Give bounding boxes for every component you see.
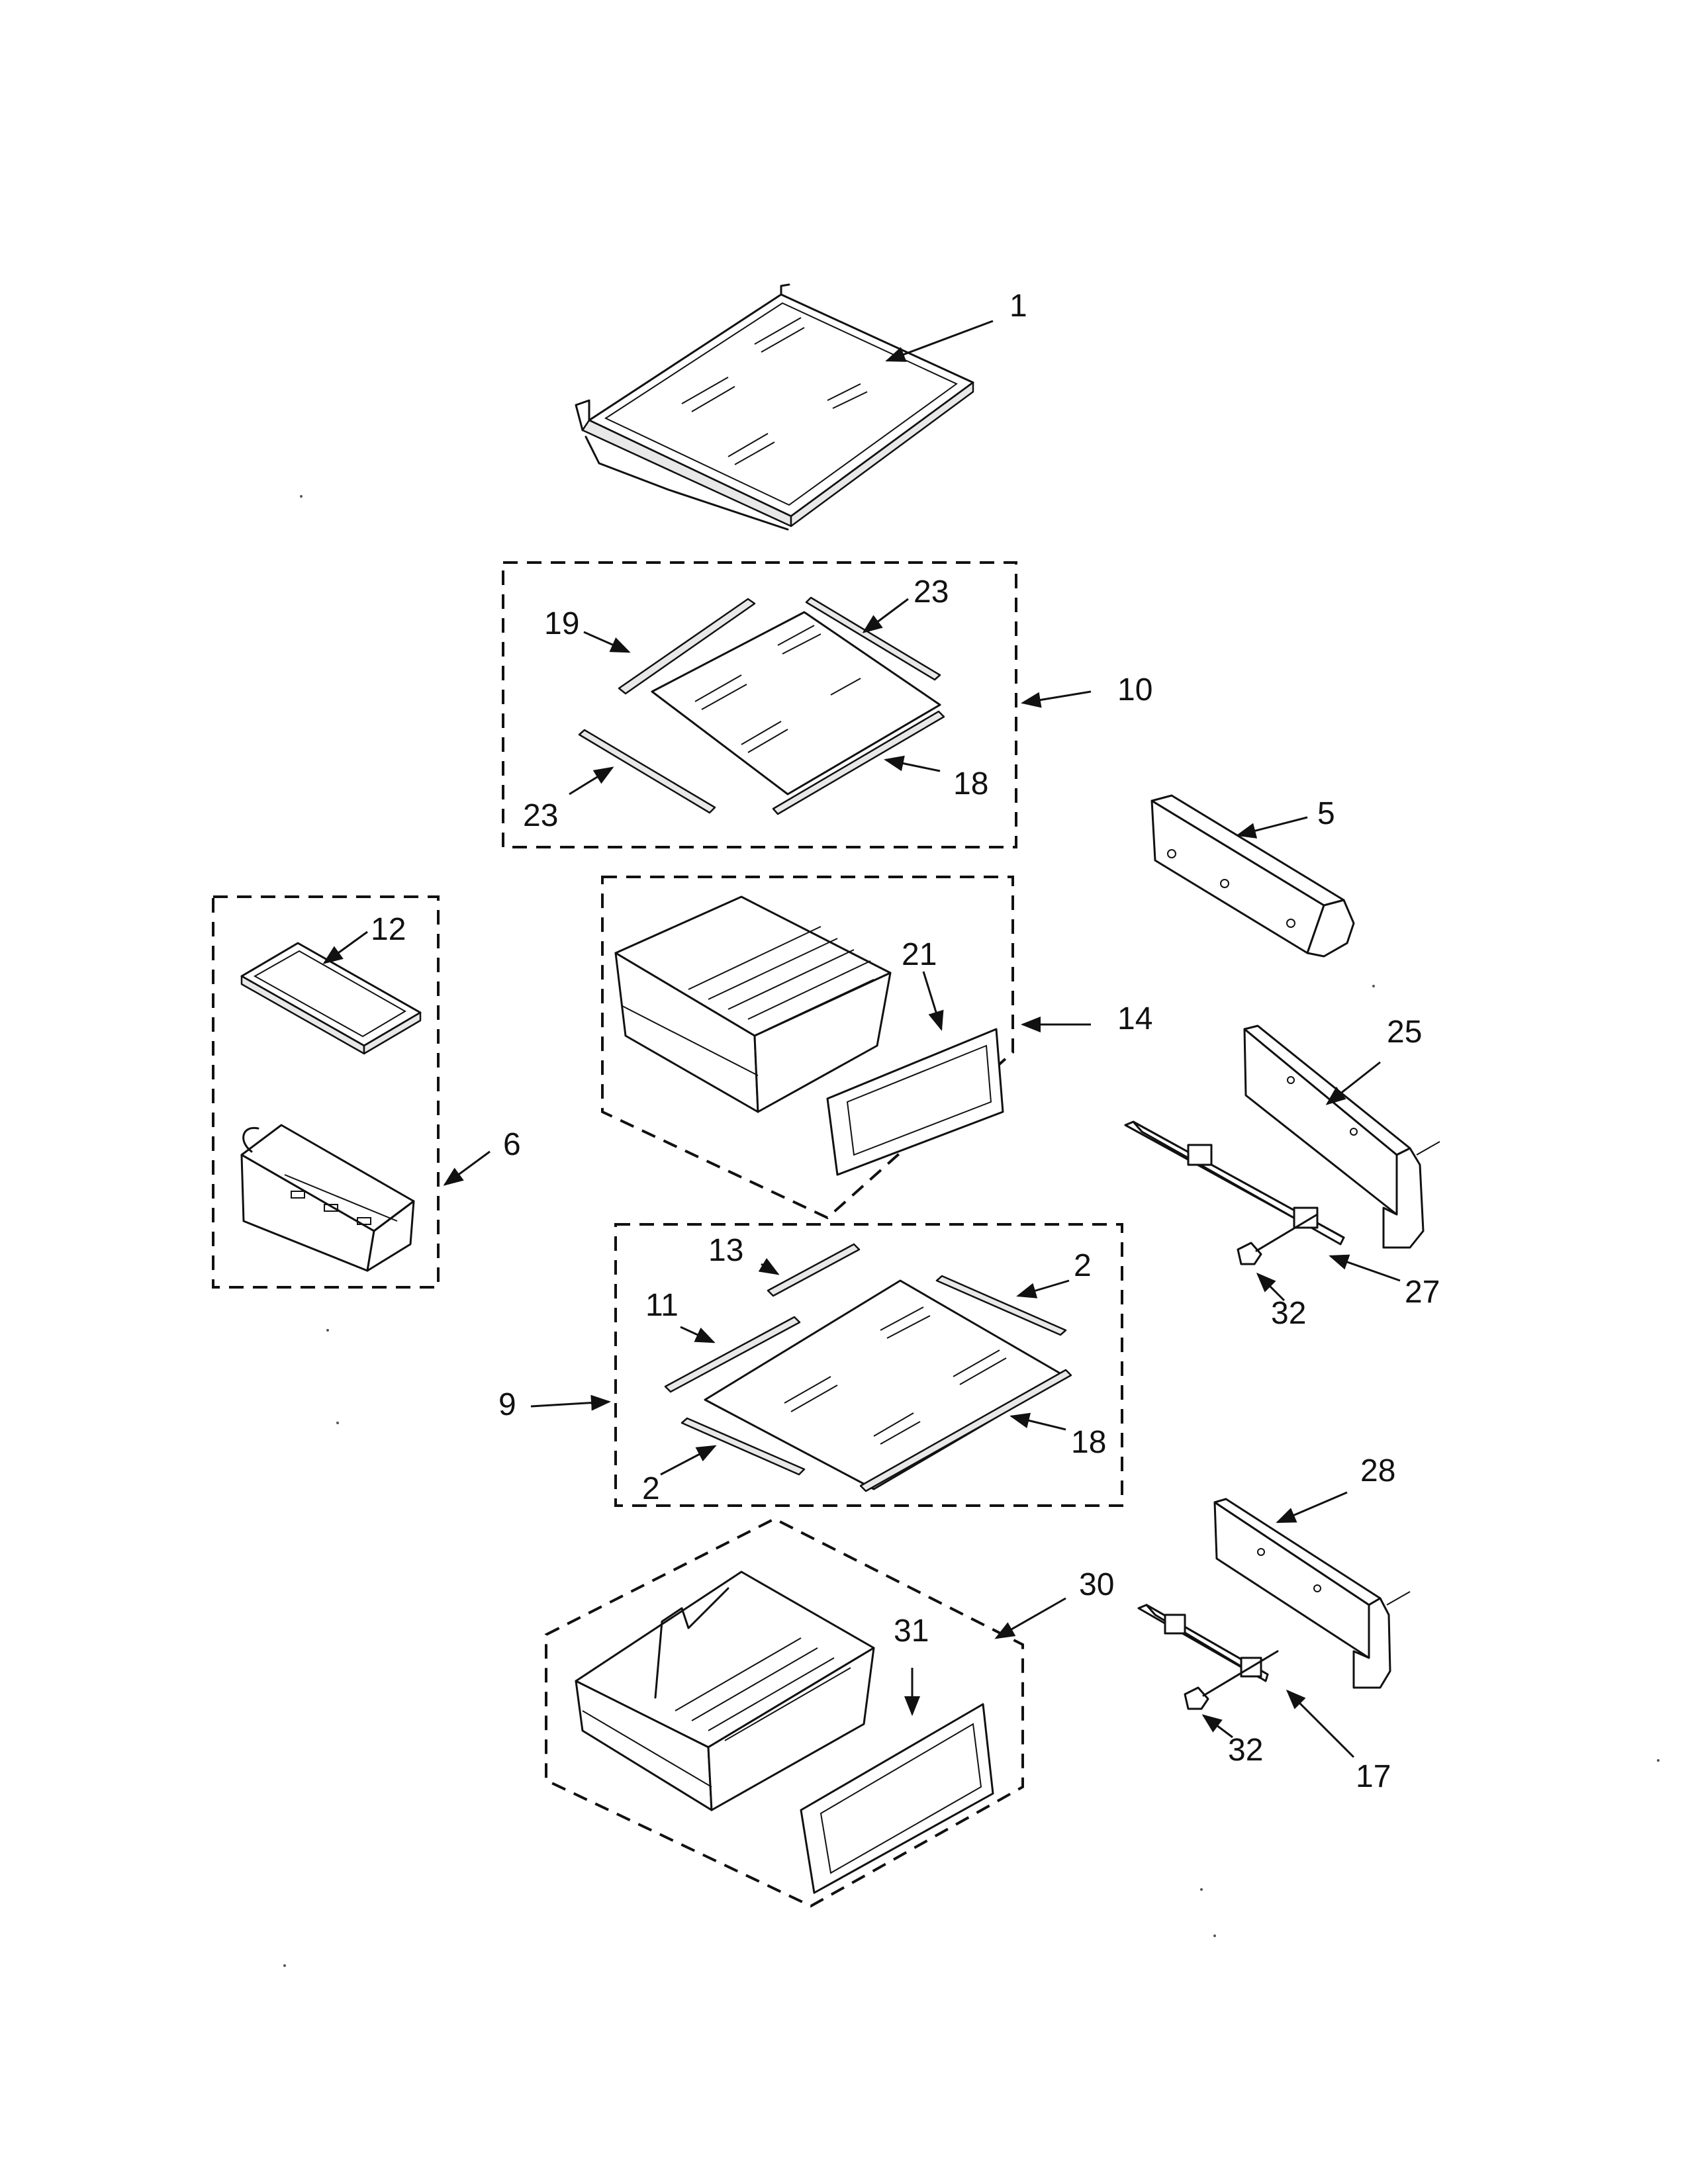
callout-14: 14 (1021, 1001, 1152, 1036)
callout-5: 5 (1236, 796, 1335, 839)
part-32-screw-upper (1237, 1213, 1319, 1265)
callout-6-label: 6 (503, 1127, 521, 1162)
group-14-box (601, 876, 1014, 1220)
callout-1: 1 (885, 289, 1027, 362)
part-6-bin (240, 1124, 415, 1272)
group-6-box (212, 895, 440, 1289)
callout-31: 31 (894, 1614, 929, 1716)
part-17-rail (1137, 1604, 1269, 1682)
part-5-cover (1150, 794, 1355, 958)
callout-28-label: 28 (1360, 1453, 1395, 1488)
callout-19: 19 (544, 606, 631, 653)
callout-32-lower-label: 32 (1228, 1733, 1263, 1768)
callout-18-bottom: 18 (1009, 1412, 1106, 1460)
callout-5-label: 5 (1317, 796, 1335, 831)
callout-21-label: 21 (902, 937, 937, 972)
part-32-screw-lower (1184, 1650, 1279, 1710)
callout-17-label: 17 (1356, 1759, 1391, 1794)
callout-32-upper: 32 (1256, 1272, 1306, 1331)
callout-18-top: 18 (884, 755, 988, 801)
callout-11: 11 (645, 1288, 716, 1343)
callout-18-bottom-label: 18 (1071, 1425, 1106, 1460)
callout-18-top-label: 18 (953, 766, 988, 801)
callout-2-top: 2 (1016, 1248, 1092, 1298)
part-1-glass-shelf (575, 283, 974, 531)
callout-13-label: 13 (708, 1233, 743, 1268)
callout-23-top-label: 23 (914, 574, 949, 610)
callout-9-label: 9 (498, 1387, 516, 1422)
callout-25: 25 (1325, 1015, 1422, 1105)
group-30-box (545, 1517, 1024, 1908)
callout-13: 13 (708, 1233, 780, 1275)
callout-12-label: 12 (371, 912, 406, 947)
part-12-bin-cover (240, 942, 422, 1055)
callout-2-top-label: 2 (1074, 1248, 1092, 1283)
callout-23-bottom: 23 (523, 766, 614, 833)
part-28-drawer-slide-bracket (1213, 1498, 1411, 1689)
part-27-rail (1124, 1120, 1345, 1246)
callout-11-label: 11 (645, 1288, 679, 1323)
callout-17: 17 (1286, 1689, 1391, 1794)
callout-12: 12 (322, 912, 406, 964)
callout-19-label: 19 (544, 606, 579, 641)
callout-2-bottom: 2 (642, 1445, 717, 1506)
part-21-drawer-front (826, 1028, 1004, 1176)
part-25-drawer-slide-bracket (1243, 1024, 1440, 1249)
callout-14-label: 14 (1117, 1001, 1152, 1036)
callout-21: 21 (902, 937, 944, 1031)
callout-27: 27 (1329, 1254, 1440, 1310)
group-9-box (614, 1223, 1123, 1507)
group-10-box (502, 561, 1017, 848)
part-10-shelf-assembly (578, 596, 945, 815)
callout-1-label: 1 (1009, 289, 1027, 324)
callout-31-label: 31 (894, 1614, 929, 1649)
callout-2-bottom-label: 2 (642, 1471, 660, 1506)
callout-23-top: 23 (862, 574, 949, 633)
part-31-drawer-front (800, 1703, 994, 1894)
callout-27-label: 27 (1405, 1275, 1440, 1310)
callout-30-label: 30 (1079, 1567, 1114, 1602)
callout-9: 9 (498, 1387, 611, 1422)
callout-6: 6 (443, 1127, 521, 1186)
callout-10-label: 10 (1117, 672, 1152, 707)
callout-32-upper-label: 32 (1271, 1296, 1306, 1331)
callout-28: 28 (1276, 1453, 1395, 1524)
callout-23-bottom-label: 23 (523, 798, 558, 833)
callout-32-lower: 32 (1201, 1714, 1263, 1768)
part-9-shelf-assembly (664, 1243, 1072, 1492)
part-14-crisper-drawer (614, 895, 892, 1113)
scan-specks (283, 495, 1660, 1967)
callout-25-label: 25 (1387, 1015, 1422, 1050)
callout-30: 30 (994, 1567, 1114, 1639)
part-30-meat-drawer (575, 1570, 875, 1811)
callout-10: 10 (1021, 672, 1152, 708)
